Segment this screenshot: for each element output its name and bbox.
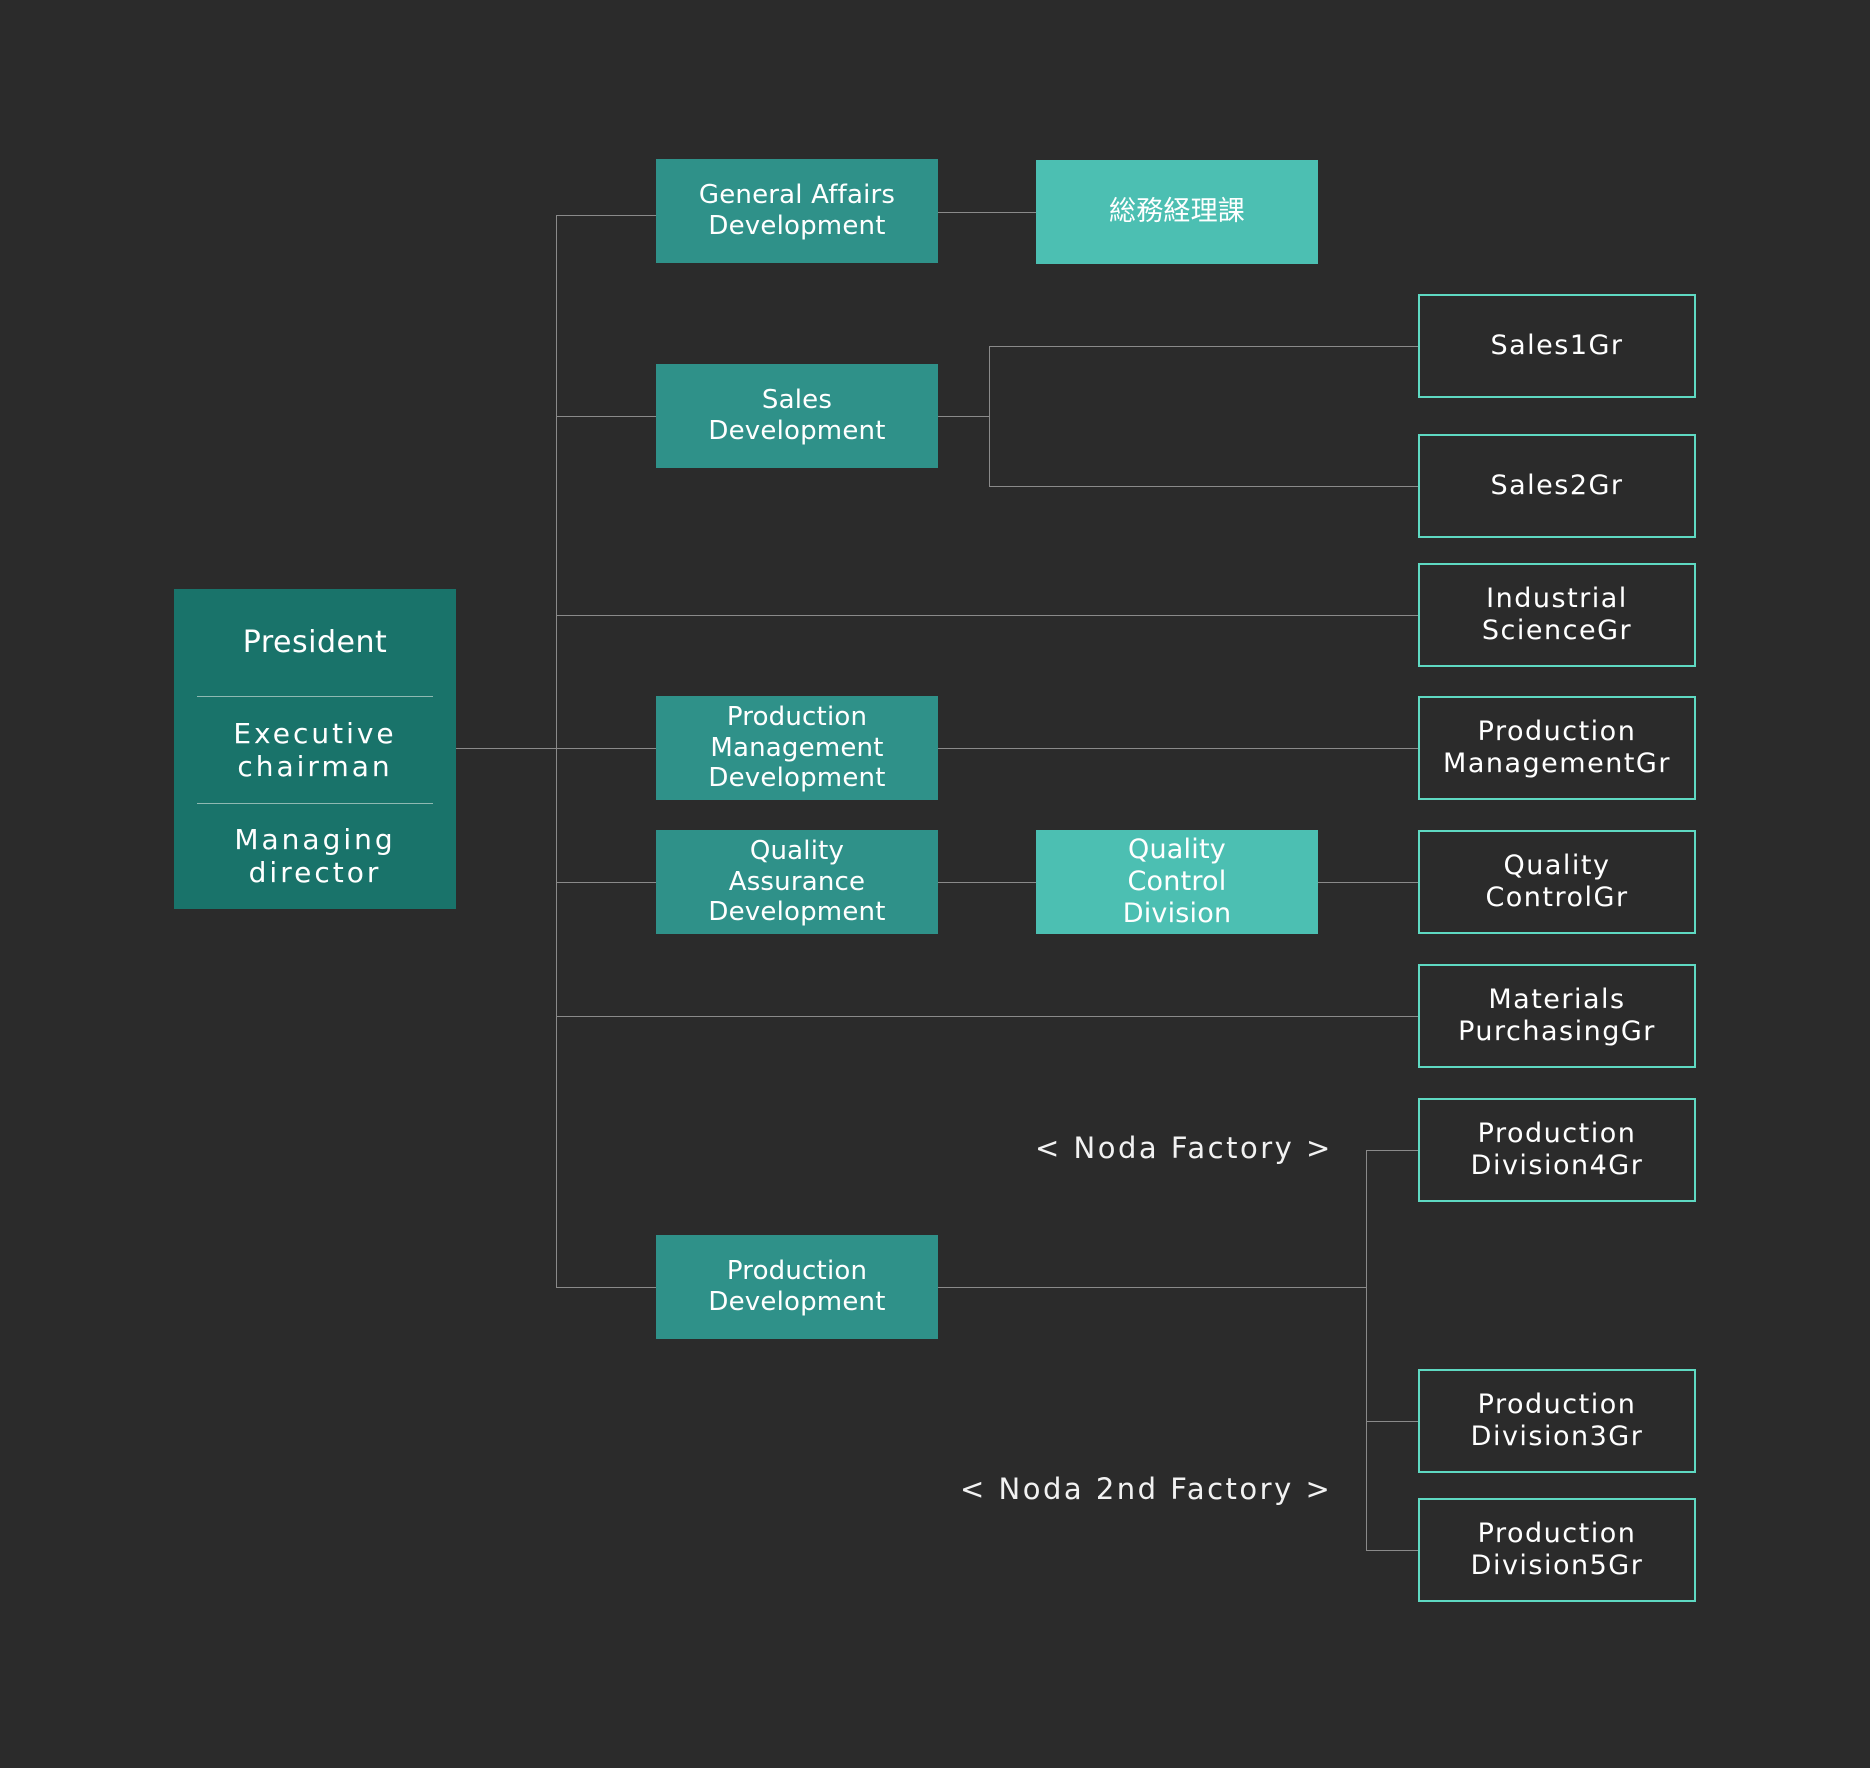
group-sales1gr-label: Sales1Gr (1490, 330, 1624, 362)
group-production-division4gr-line1: Production (1477, 1118, 1637, 1150)
division-general-affairs-accounting-label: 総務経理課 (1109, 196, 1245, 228)
group-quality-control[interactable]: Quality ControlGr (1418, 830, 1696, 934)
connector-trunk-quality-assurance (556, 882, 657, 883)
division-quality-control-line1: Quality (1128, 834, 1226, 866)
connector-production-factory-stub (937, 1287, 1366, 1288)
group-quality-control-label: Quality ControlGr (1485, 850, 1628, 914)
group-production-division4gr-line2: Division4Gr (1470, 1150, 1644, 1181)
role-president-label: President (242, 624, 388, 660)
role-managing-director-line2: director (248, 856, 382, 890)
department-production-line1: Production (726, 1256, 868, 1287)
label-noda-factory: < Noda Factory > (1035, 1131, 1333, 1165)
group-sales2gr-label: Sales2Gr (1490, 470, 1624, 502)
group-industrial-science-line2: ScienceGr (1481, 615, 1633, 646)
role-managing-director-label: Managing director (234, 823, 395, 889)
department-production-management-label: Production Management Development (708, 702, 885, 794)
group-production-management[interactable]: Production ManagementGr (1418, 696, 1696, 800)
connector-factory-division5gr (1366, 1550, 1418, 1551)
group-production-management-line2: ManagementGr (1443, 748, 1671, 779)
role-executive-chairman-line1: Executive (233, 716, 397, 750)
role-managing-director: Managing director (174, 803, 456, 909)
role-managing-director-line1: Managing (234, 823, 396, 857)
department-sales-line2: Development (708, 416, 886, 446)
connector-main-trunk (556, 215, 557, 1287)
role-president: President (174, 589, 456, 696)
group-quality-control-line1: Quality (1503, 850, 1611, 882)
group-materials-purchasing-label: Materials PurchasingGr (1458, 984, 1656, 1048)
division-general-affairs-accounting[interactable]: 総務経理課 (1036, 160, 1318, 264)
group-production-division4gr-label: Production Division4Gr (1471, 1118, 1644, 1182)
department-general-affairs-line1: General Affairs (698, 180, 896, 211)
department-production-label: Production Development (708, 1256, 885, 1317)
connector-trunk-production-management (556, 748, 657, 749)
group-materials-purchasing-line2: PurchasingGr (1458, 1016, 1656, 1047)
department-general-affairs-label: General Affairs Development (699, 180, 895, 241)
role-executive-chairman: Executive chairman (174, 696, 456, 803)
group-sales2gr[interactable]: Sales2Gr (1418, 434, 1696, 538)
connector-sales-to-sales1gr (989, 346, 1418, 347)
connector-factory-division3gr (1366, 1421, 1418, 1422)
group-production-division4gr[interactable]: Production Division4Gr (1418, 1098, 1696, 1202)
department-sales[interactable]: Sales Development (656, 364, 938, 468)
label-noda-2nd-factory: < Noda 2nd Factory > (960, 1472, 1333, 1506)
department-general-affairs-line2: Development (708, 211, 886, 241)
connector-trunk-general-affairs (556, 215, 657, 216)
connector-factory-division4gr (1366, 1150, 1418, 1151)
group-production-division5gr-line1: Production (1477, 1518, 1637, 1550)
connector-quality-assurance-division (937, 882, 1037, 883)
group-production-management-label: Production ManagementGr (1443, 716, 1671, 780)
connector-production-management-gr (937, 748, 1418, 749)
group-production-division5gr-line2: Division5Gr (1470, 1550, 1644, 1581)
department-production-management-line3: Development (708, 763, 886, 794)
connector-trunk-production (556, 1287, 657, 1288)
group-production-division3gr-line1: Production (1477, 1389, 1637, 1421)
department-quality-assurance-line3: Development (708, 897, 886, 928)
executive-box[interactable]: President Executive chairman Managing di… (174, 589, 456, 909)
group-production-division3gr-line2: Division3Gr (1470, 1421, 1644, 1452)
group-production-division5gr-label: Production Division5Gr (1471, 1518, 1644, 1582)
connector-general-affairs-accounting (937, 212, 1037, 213)
department-quality-assurance-label: Quality Assurance Development (708, 836, 885, 928)
connector-factory-trunk (1366, 1150, 1367, 1550)
department-quality-assurance[interactable]: Quality Assurance Development (656, 830, 938, 934)
division-quality-control-line3: Division (1122, 897, 1232, 929)
department-general-affairs[interactable]: General Affairs Development (656, 159, 938, 263)
connector-trunk-materials-purchasing (556, 1016, 1418, 1017)
group-production-division3gr[interactable]: Production Division3Gr (1418, 1369, 1696, 1473)
department-production[interactable]: Production Development (656, 1235, 938, 1339)
group-industrial-science[interactable]: Industrial ScienceGr (1418, 563, 1696, 667)
group-materials-purchasing-line1: Materials (1488, 984, 1626, 1016)
group-materials-purchasing[interactable]: Materials PurchasingGr (1418, 964, 1696, 1068)
division-quality-control-label: Quality Control Division (1123, 834, 1232, 930)
connector-trunk-industrial-science (556, 615, 1418, 616)
executive-divider-1 (196, 696, 434, 698)
department-production-line2: Development (708, 1287, 886, 1317)
department-sales-line1: Sales (761, 385, 833, 416)
group-industrial-science-label: Industrial ScienceGr (1482, 583, 1632, 647)
executive-divider-2 (196, 803, 434, 805)
group-production-management-line1: Production (1477, 716, 1637, 748)
connector-trunk-sales (556, 416, 657, 417)
connector-sales-stub (937, 416, 989, 417)
group-industrial-science-line1: Industrial (1486, 583, 1628, 615)
group-sales1gr[interactable]: Sales1Gr (1418, 294, 1696, 398)
department-production-management[interactable]: Production Management Development (656, 696, 938, 800)
connector-sales-split (989, 346, 990, 486)
role-executive-chairman-line2: chairman (237, 749, 393, 783)
department-production-management-line1: Production (726, 701, 868, 732)
department-quality-assurance-line2: Assurance (728, 866, 866, 897)
department-sales-label: Sales Development (708, 385, 885, 446)
group-production-division3gr-label: Production Division3Gr (1471, 1389, 1644, 1453)
department-production-management-line2: Management (710, 732, 884, 763)
division-quality-control[interactable]: Quality Control Division (1036, 830, 1318, 934)
role-executive-chairman-label: Executive chairman (233, 717, 396, 783)
connector-quality-division-group (1318, 882, 1418, 883)
division-quality-control-line2: Control (1127, 866, 1227, 898)
group-production-division5gr[interactable]: Production Division5Gr (1418, 1498, 1696, 1602)
connector-president-stub (455, 748, 556, 749)
connector-sales-to-sales2gr (989, 486, 1418, 487)
group-quality-control-line2: ControlGr (1485, 882, 1629, 913)
department-quality-assurance-line1: Quality (749, 835, 845, 866)
